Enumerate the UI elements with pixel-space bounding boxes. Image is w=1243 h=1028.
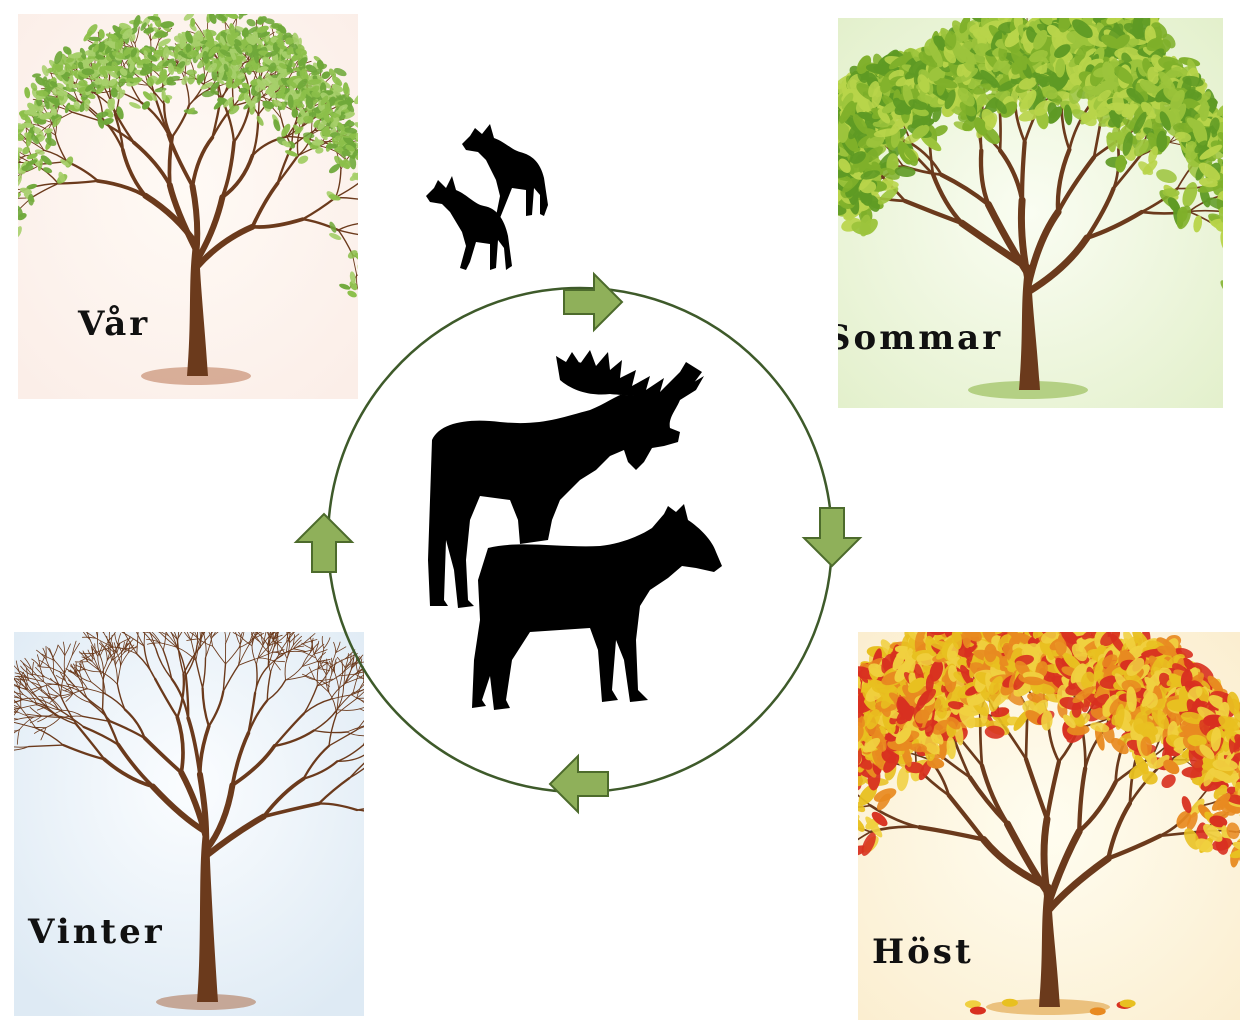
season-label-summer: Sommar: [838, 318, 1003, 358]
cycle-arrow-top-icon: [564, 274, 622, 330]
cycle-arrow-bottom-icon: [550, 756, 608, 812]
season-label-winter: Vinter: [28, 912, 165, 952]
moose-calves-silhouette-icon: [426, 124, 548, 270]
season-label-autumn: Höst: [872, 932, 974, 972]
season-label-spring: Vår: [78, 304, 150, 344]
moose-pair-silhouette-icon: [428, 350, 722, 710]
cycle-arrow-right-icon: [804, 508, 860, 566]
cycle-arrow-left-icon: [296, 514, 352, 572]
